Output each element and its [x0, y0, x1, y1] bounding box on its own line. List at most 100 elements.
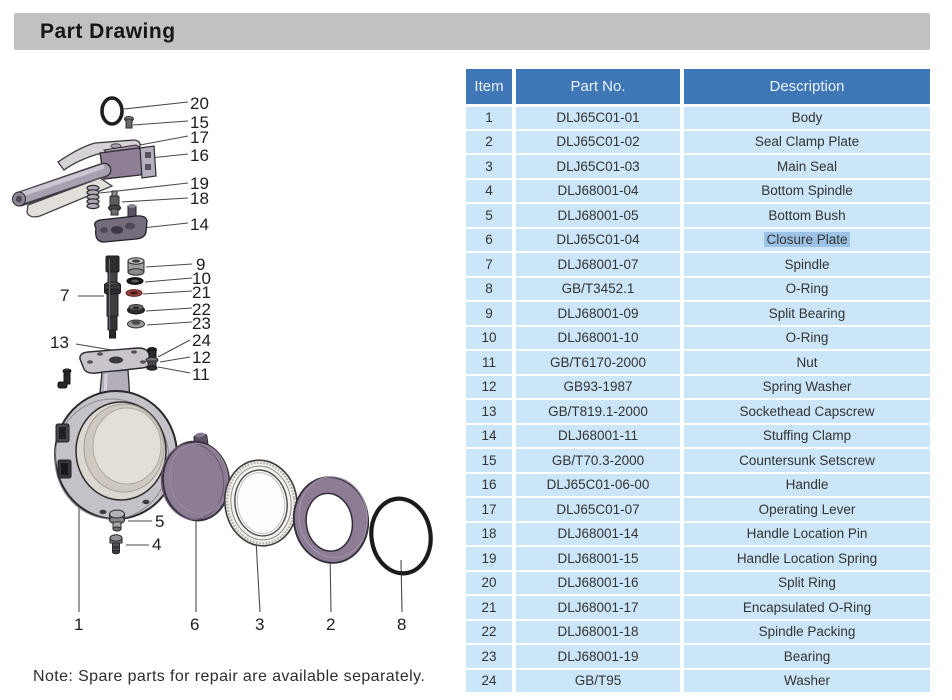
part-no-cell: DLJ68001-09 [514, 301, 684, 327]
valve-body [54, 390, 178, 555]
callout-label-15: 15 [190, 113, 209, 132]
part-no-cell: GB/T70.3-2000 [514, 448, 684, 474]
description-cell: Countersunk Setscrew [682, 448, 930, 474]
col-header-description: Description [682, 69, 930, 107]
item-cell: 21 [466, 595, 516, 621]
description-cell: Spring Washer [682, 374, 930, 400]
part-no-cell: GB/T3452.1 [514, 276, 684, 302]
description-cell: O-Ring [682, 325, 930, 351]
part-no-cell: DLJ68001-14 [514, 521, 684, 547]
item-cell: 19 [466, 546, 516, 572]
callout-label-11: 11 [192, 365, 210, 384]
part-no-cell: DLJ68001-10 [514, 325, 684, 351]
part-no-cell: DLJ68001-19 [514, 644, 684, 670]
callout-label-20: 20 [190, 94, 209, 113]
title-bar: Part Drawing [14, 13, 930, 50]
callout-label-17: 17 [190, 128, 209, 147]
callout-label-2: 2 [326, 615, 336, 634]
callout-label-10: 10 [192, 269, 211, 288]
callout-label-4: 4 [152, 535, 162, 554]
part-no-cell: DLJ68001-05 [514, 203, 684, 229]
main-seal [224, 459, 298, 547]
item-cell: 4 [466, 178, 516, 204]
description-cell: O-Ring [682, 276, 930, 302]
callout-label-13: 13 [50, 333, 69, 352]
handle-assembly [12, 96, 157, 243]
item-cell: 5 [466, 203, 516, 229]
description-cell: Washer [682, 668, 930, 694]
note-text: Note: Spare parts for repair are availab… [33, 668, 426, 685]
callout-label-9: 9 [196, 255, 206, 274]
item-cell: 16 [466, 472, 516, 498]
description-cell: Handle Location Spring [682, 546, 930, 572]
callout-label-12: 12 [192, 348, 211, 367]
part-no-cell: GB93-1987 [514, 374, 684, 400]
description-cell: Handle Location Pin [682, 521, 930, 547]
part-no-cell: DLJ68001-18 [514, 619, 684, 645]
callout-label-16: 16 [190, 146, 209, 165]
item-cell: 1 [466, 105, 516, 131]
description-cell: Bearing [682, 644, 930, 670]
description-cell: Main Seal [682, 154, 930, 180]
item-cell: 23 [466, 644, 516, 670]
part-no-cell: DLJ68001-11 [514, 423, 684, 449]
callout-label-22: 22 [192, 300, 211, 319]
col-header-item: Item [466, 69, 516, 107]
part-no-cell: DLJ65C01-03 [514, 154, 684, 180]
part-no-cell: DLJ68001-16 [514, 570, 684, 596]
callout-label-8: 8 [397, 615, 407, 634]
item-cell: 10 [466, 325, 516, 351]
closure-plate [160, 432, 231, 522]
callout-label-19: 19 [190, 174, 209, 193]
item-cell: 22 [466, 619, 516, 645]
callout-label-5: 5 [155, 512, 165, 531]
part-no-cell: DLJ65C01-01 [514, 105, 684, 131]
item-cell: 17 [466, 497, 516, 523]
description-cell: Body [682, 105, 930, 131]
description-cell: Seal Clamp Plate [682, 129, 930, 155]
callout-label-14: 14 [190, 215, 209, 234]
item-cell: 6 [466, 227, 516, 253]
callout-label-6: 6 [190, 615, 200, 634]
item-cell: 7 [466, 252, 516, 278]
description-cell: Split Ring [682, 570, 930, 596]
o-ring [369, 496, 433, 576]
callout-label-23: 23 [192, 314, 211, 333]
leader-lines [75, 101, 403, 613]
item-cell: 2 [466, 129, 516, 155]
part-no-cell: GB/T819.1-2000 [514, 399, 684, 425]
part-no-cell: GB/T95 [514, 668, 684, 694]
page-title: Part Drawing [40, 19, 176, 43]
description-cell: Nut [682, 350, 930, 376]
callout-label-1: 1 [74, 615, 84, 634]
item-cell: 8 [466, 276, 516, 302]
description-cell: Split Bearing [682, 301, 930, 327]
description-cell: Operating Lever [682, 497, 930, 523]
description-cell: Encapsulated O-Ring [682, 595, 930, 621]
item-cell: 13 [466, 399, 516, 425]
item-cell: 9 [466, 301, 516, 327]
callout-label-7: 7 [60, 286, 70, 305]
